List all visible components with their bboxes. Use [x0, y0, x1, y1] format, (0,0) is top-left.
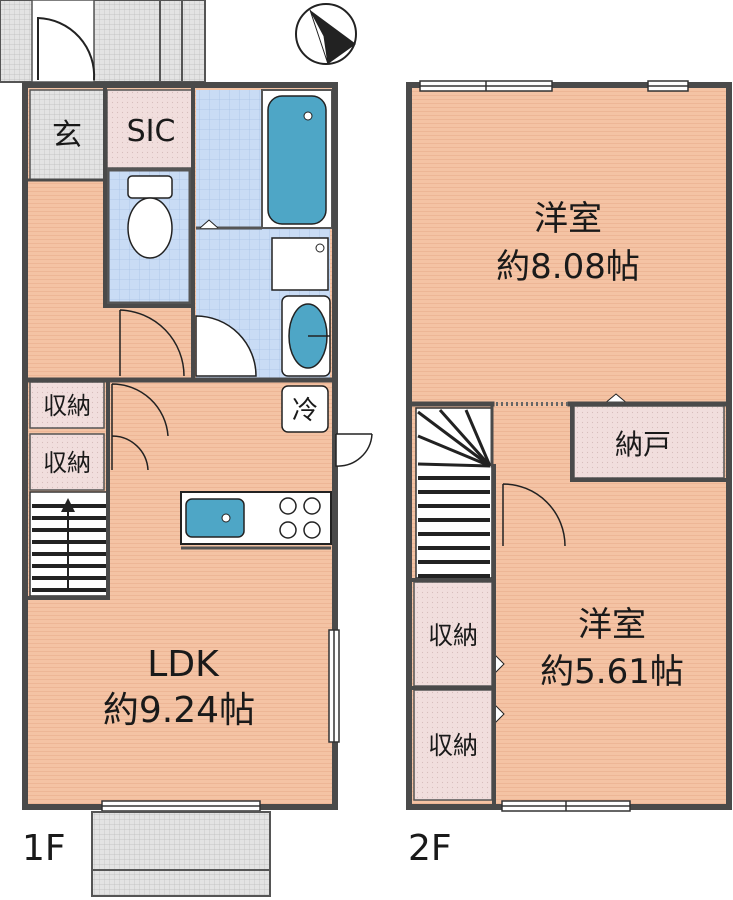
western-south-size: 約5.61帖 — [540, 652, 684, 692]
storage-upper-1f-label: 収納 — [43, 392, 91, 420]
side-door — [335, 433, 373, 467]
western-north-label: 洋室 — [534, 199, 602, 239]
bath-area — [195, 89, 333, 380]
toilet-tank-icon — [127, 175, 173, 199]
entrance-porch — [0, 0, 206, 83]
ldk-size: 約9.24帖 — [103, 690, 255, 731]
floor1-label: 1F — [22, 828, 66, 869]
hall-door — [119, 309, 185, 377]
sic-label: SIC — [127, 114, 176, 149]
storage-upper-2f: 収納 — [413, 581, 505, 687]
washer-pan-icon — [271, 237, 329, 291]
windows-2f — [419, 80, 689, 812]
nando-room: 納戸 — [573, 393, 725, 479]
fridge: 冷 — [281, 385, 329, 433]
toilet-room — [106, 168, 192, 305]
north-arrow-icon — [295, 3, 357, 65]
storage-lower-1f: 収納 — [29, 433, 105, 491]
western-north-size: 約8.08帖 — [496, 247, 640, 287]
stairs-2f — [415, 407, 493, 579]
storage-upper-1f: 収納 — [29, 381, 105, 429]
floor-1: 玄 SIC — [0, 0, 373, 897]
storage-lower-2f-label: 収納 — [428, 731, 478, 760]
balcony — [91, 811, 271, 897]
storage-lower-1f-label: 収納 — [43, 449, 91, 477]
floor-2: 洋室 約8.08帖 納戸 洋室 約5.61帖 — [406, 80, 732, 869]
fridge-label: 冷 — [292, 396, 318, 426]
stairs-1f — [29, 491, 109, 597]
washroom-door — [195, 315, 257, 377]
storage-lower-2f: 収納 — [413, 689, 505, 801]
bathtub-icon — [267, 95, 327, 225]
stove-icon — [279, 497, 321, 539]
up-arrow-icon — [61, 498, 75, 512]
western-south-label: 洋室 — [578, 605, 646, 645]
storage-upper-2f-label: 収納 — [428, 621, 478, 650]
genkan: 玄 — [29, 89, 106, 181]
western-south-door — [502, 483, 566, 547]
sic-room: SIC — [106, 89, 194, 169]
ldk-label: LDK — [147, 644, 220, 685]
kitchen-counter — [180, 491, 332, 550]
genkan-label: 玄 — [52, 118, 82, 153]
kitchen-sink-icon — [185, 498, 245, 538]
floor2-label: 2F — [408, 828, 452, 869]
toilet-bowl-icon — [127, 197, 173, 259]
nando-label: 納戸 — [615, 428, 671, 461]
